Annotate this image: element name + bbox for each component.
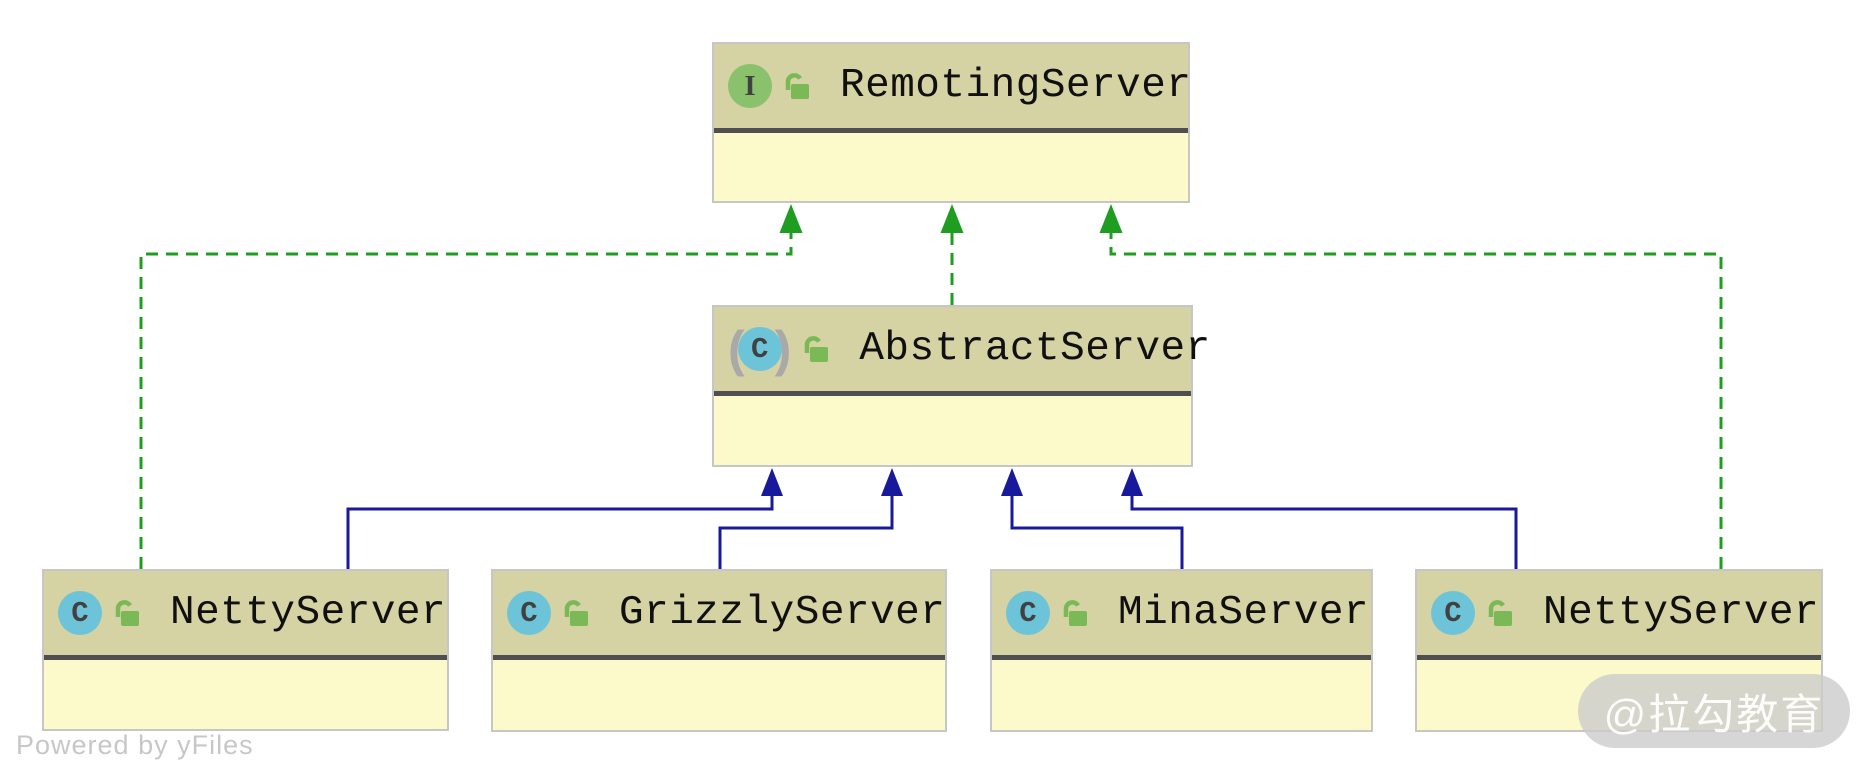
arrowhead-extends <box>761 468 783 496</box>
class-title: AbstractServer <box>859 326 1211 372</box>
node-body <box>44 660 447 729</box>
node-body <box>992 660 1371 730</box>
edge-abstractserver-implements-remotingserver[interactable] <box>940 204 964 305</box>
unlocked-icon <box>805 336 829 362</box>
class-node-remotingserver[interactable]: I RemotingServer <box>712 42 1192 203</box>
class-title: RemotingServer <box>840 63 1192 109</box>
node-body <box>714 133 1188 201</box>
arrowhead-implements <box>779 204 803 233</box>
class-icon: C <box>737 327 782 371</box>
node-header: C NettyServer <box>1417 571 1821 655</box>
class-title: NettyServer <box>1543 590 1820 636</box>
class-node-abstractserver[interactable]: ( C ) AbstractServer <box>712 305 1210 467</box>
class-icon: C <box>1431 591 1475 635</box>
class-node-minaserver[interactable]: C MinaServer <box>990 569 1373 732</box>
node-header: C MinaServer <box>992 571 1371 655</box>
class-node-nettyserver-left[interactable]: C NettyServer <box>42 569 449 731</box>
node-divider <box>714 128 1188 133</box>
node-body <box>493 660 945 730</box>
node-divider <box>493 655 945 660</box>
arrowhead-extends <box>1121 468 1143 496</box>
unlocked-icon <box>564 600 588 626</box>
powered-by-yfiles-label: Powered by yFiles <box>16 730 254 760</box>
class-title: GrizzlyServer <box>619 590 946 636</box>
watermark-text: @拉勾教育 <box>1603 690 1825 738</box>
class-icon: C <box>507 591 551 635</box>
class-icon: C <box>1006 591 1050 635</box>
class-title: MinaServer <box>1118 590 1370 636</box>
interface-icon: I <box>728 64 772 108</box>
class-icon: C <box>58 591 102 635</box>
node-header: C NettyServer <box>44 571 447 655</box>
unlocked-icon <box>785 73 809 99</box>
edge-nettyserver-left-implements-remotingserver[interactable] <box>139 204 803 569</box>
arrowhead-extends <box>1001 468 1023 496</box>
watermark-badge: @拉勾教育 <box>1578 674 1850 748</box>
abstract-class-icon: ( C ) <box>728 321 792 377</box>
edge-nettyserver-right-implements-remotingserver[interactable] <box>1099 204 1723 569</box>
node-body <box>714 396 1191 465</box>
class-node-grizzlyserver[interactable]: C GrizzlyServer <box>491 569 947 732</box>
class-title: NettyServer <box>170 590 447 636</box>
arrowhead-implements <box>1099 204 1123 233</box>
node-header: C GrizzlyServer <box>493 571 945 655</box>
node-header: I RemotingServer <box>714 44 1192 128</box>
node-divider <box>714 391 1191 396</box>
node-divider <box>992 655 1371 660</box>
edge-nettyserver-right-extends-abstractserver[interactable] <box>1121 468 1518 569</box>
unlocked-icon <box>115 600 139 626</box>
edge-minaserver-extends-abstractserver[interactable] <box>1001 468 1184 569</box>
node-divider <box>44 655 447 660</box>
unlocked-icon <box>1488 600 1512 626</box>
unlocked-icon <box>1063 600 1087 626</box>
edge-grizzlyserver-extends-abstractserver[interactable] <box>718 468 903 569</box>
node-header: ( C ) AbstractServer <box>714 307 1210 391</box>
arrowhead-implements <box>940 204 964 233</box>
abstract-paren: ) <box>774 321 792 377</box>
node-divider <box>1417 655 1821 660</box>
arrowhead-extends <box>881 468 903 496</box>
edge-nettyserver-left-extends-abstractserver[interactable] <box>346 468 783 569</box>
